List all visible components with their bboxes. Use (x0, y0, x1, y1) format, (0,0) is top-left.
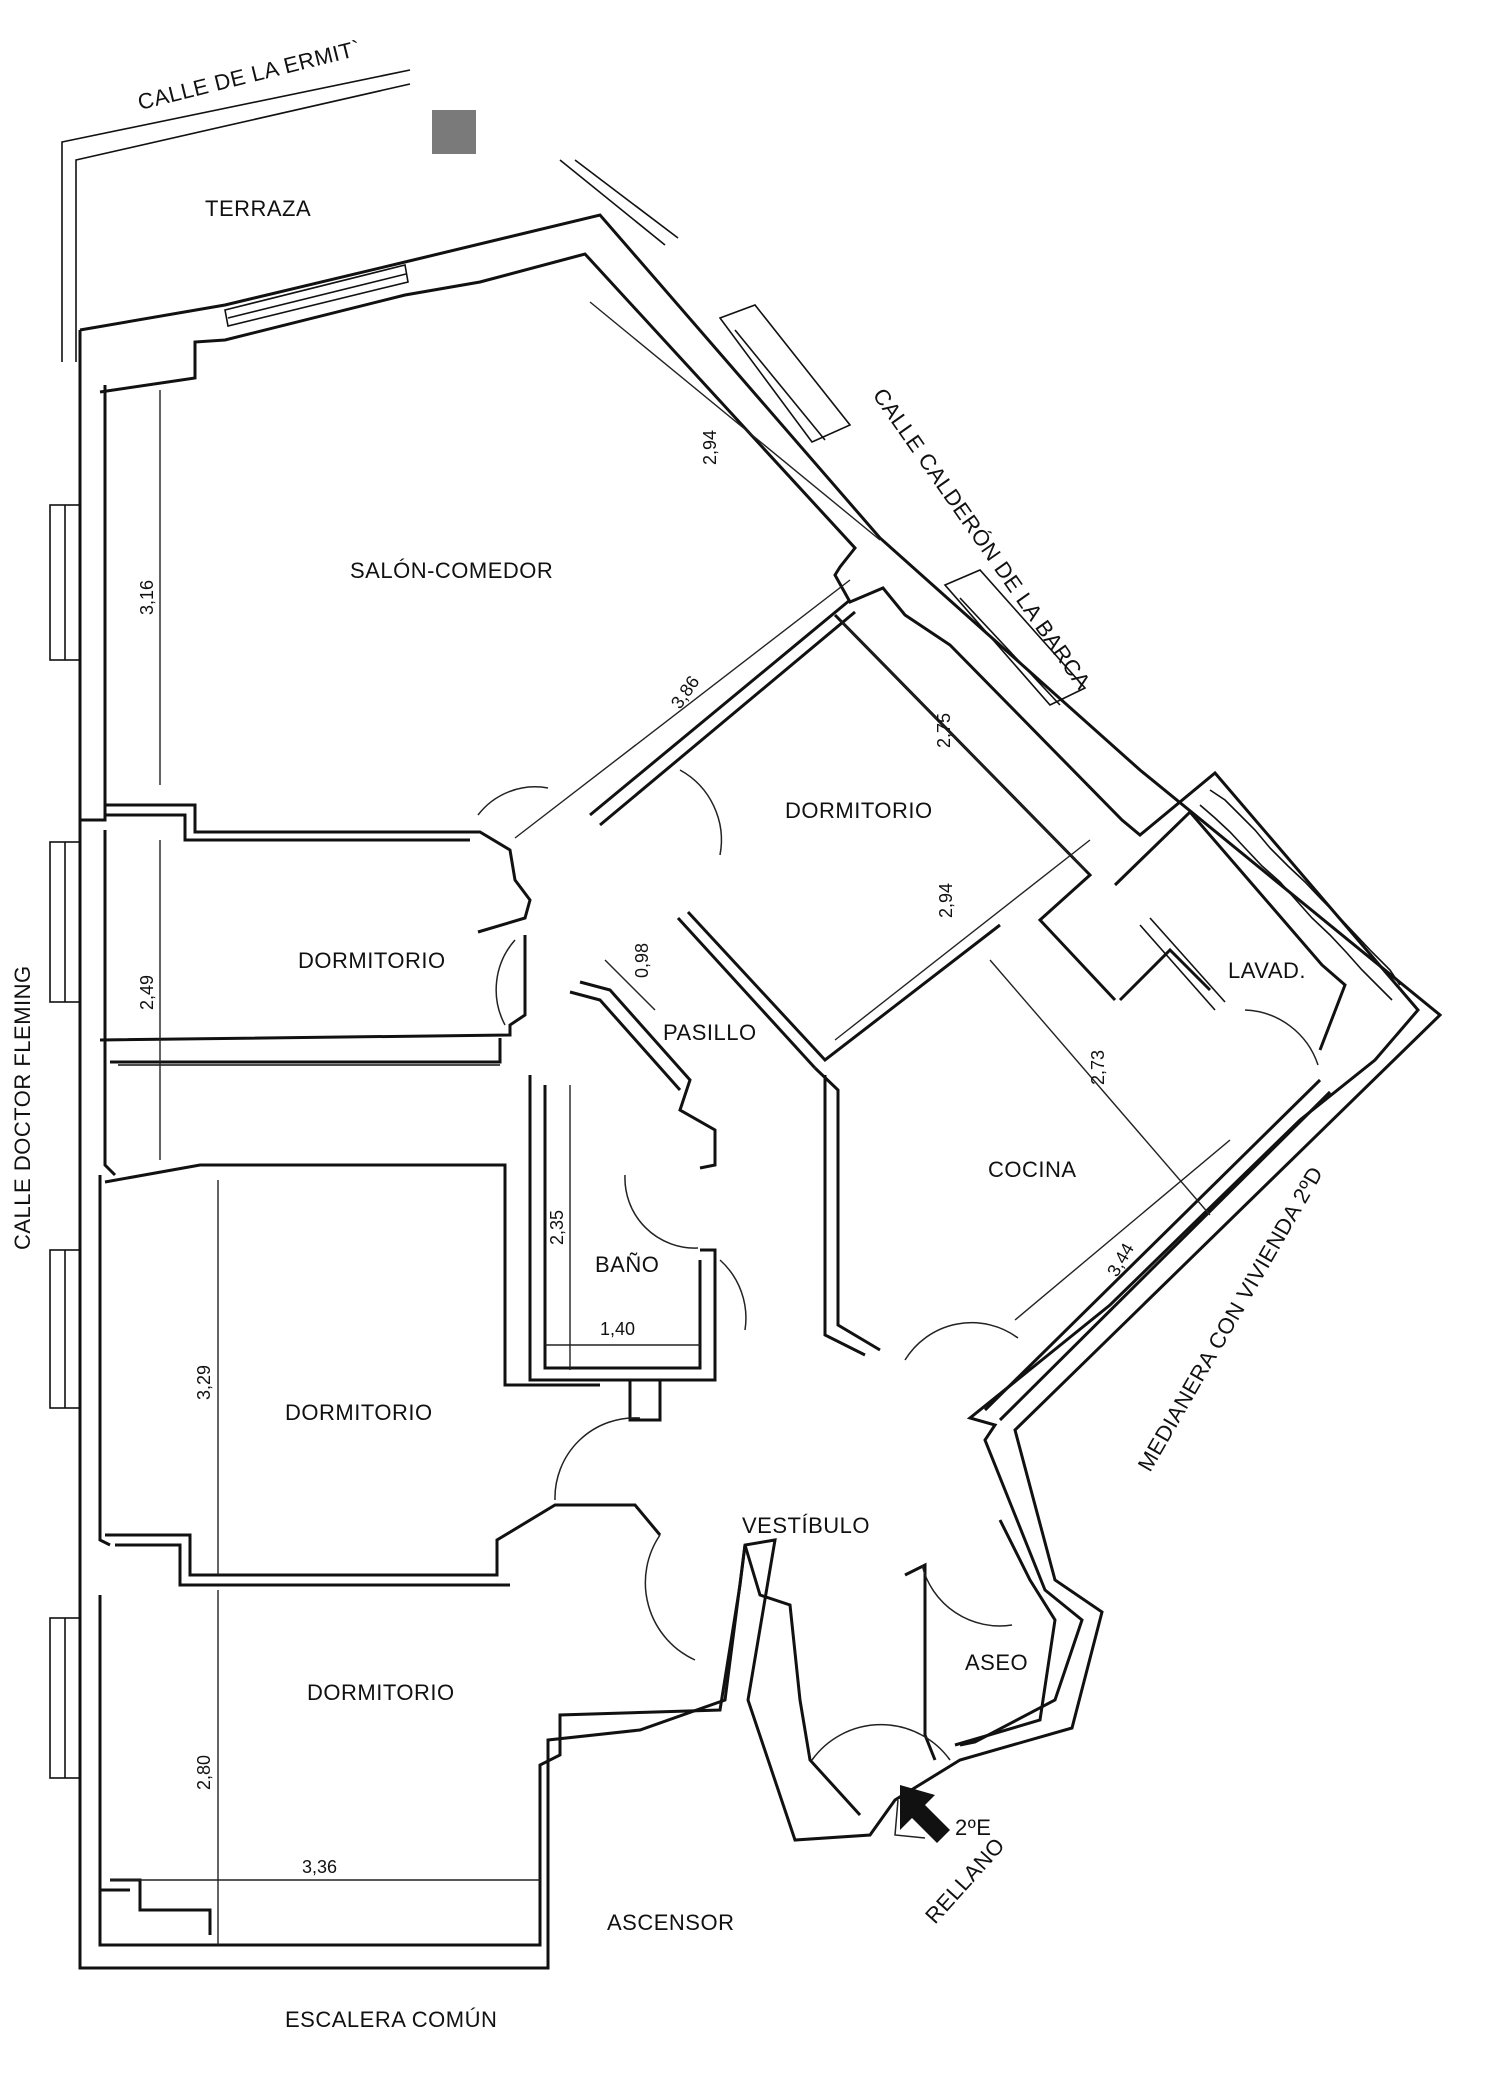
window-calderon-2 (943, 569, 1087, 706)
street-rellano: RELLANO (920, 1833, 1010, 1929)
room-aseo: ASEO (965, 1650, 1028, 1675)
door-lavadero (1244, 1009, 1319, 1066)
dim-dorm-w1-h: 2,49 (137, 975, 157, 1010)
room-salon-comedor: SALÓN-COMEDOR (350, 558, 553, 583)
door-dorm-ne (679, 769, 723, 856)
room-dormitorio-w1: DORMITORIO (298, 948, 446, 973)
room-bano: BAÑO (595, 1252, 659, 1277)
door-dorm-w3 (644, 1534, 696, 1661)
door-salon (477, 786, 549, 816)
street-medianera: MEDIANERA CON VIVIENDA 2ºD (1133, 1162, 1328, 1475)
dim-dorm-w2-h: 3,29 (194, 1365, 214, 1400)
room-ascensor: ASCENSOR (607, 1910, 734, 1935)
window-lavadero (1199, 789, 1401, 1001)
dim-cocina-b: 3,44 (1103, 1240, 1138, 1280)
room-dormitorio-w3: DORMITORIO (307, 1680, 455, 1705)
street-fleming: CALLE DOCTOR FLEMING (10, 965, 35, 1250)
exterior-walls (78, 213, 1443, 1970)
doors (477, 769, 1319, 1761)
room-vestibulo: VESTÍBULO (742, 1513, 870, 1538)
window-fleming-4 (49, 1617, 81, 1779)
dim-dorm-w3-w: 3,36 (302, 1857, 337, 1877)
door-vestibulo-bano (719, 1259, 747, 1331)
entrance-unit-label: 2ºE (955, 1815, 991, 1840)
dim-cocina-a: 2,73 (1088, 1050, 1108, 1085)
door-dorm-w1 (495, 939, 516, 1026)
dim-salon-width: 3,86 (667, 672, 703, 712)
dim-pasillo-w: 0,98 (632, 943, 652, 978)
street-escalera: ESCALERA COMÚN (285, 2007, 497, 2032)
window-fleming-3 (49, 1249, 81, 1409)
door-dorm-w2 (554, 1417, 641, 1501)
interior-walls (99, 598, 1347, 1935)
door-entrance (811, 1723, 951, 1761)
terrace-boundary (61, 69, 679, 362)
window-fleming-2 (49, 841, 81, 1003)
dim-salon-diag: 2,94 (700, 430, 720, 465)
dimension-lines (110, 301, 1231, 1945)
street-calderon: CALLE CALDERÓN DE LA BARCA (868, 384, 1096, 694)
window-calderon-1 (718, 304, 852, 443)
dim-dorm-ne-a: 2,75 (934, 713, 954, 748)
dim-bano-w: 1,40 (600, 1319, 635, 1339)
room-lavadero: LAVAD. (1228, 958, 1306, 983)
room-pasillo: PASILLO (663, 1020, 757, 1045)
door-aseo (921, 1564, 1013, 1627)
room-terraza: TERRAZA (205, 196, 311, 221)
dim-dorm-ne-b: 2,94 (936, 883, 956, 918)
room-cocina: COCINA (988, 1157, 1077, 1182)
door-bano (624, 1174, 699, 1249)
entrance-arrow-icon (894, 1785, 950, 1843)
dim-bano-h: 2,35 (547, 1210, 567, 1245)
window-terraza (224, 264, 409, 327)
window-fleming-1 (49, 504, 81, 661)
dim-salon-height: 3,16 (137, 580, 157, 615)
windows (49, 264, 1401, 1779)
north-marker-icon (432, 110, 476, 154)
dim-dorm-w3-h: 2,80 (194, 1755, 214, 1790)
door-cocina (904, 1321, 1019, 1361)
room-dormitorio-w2: DORMITORIO (285, 1400, 433, 1425)
room-dormitorio-ne: DORMITORIO (785, 798, 933, 823)
